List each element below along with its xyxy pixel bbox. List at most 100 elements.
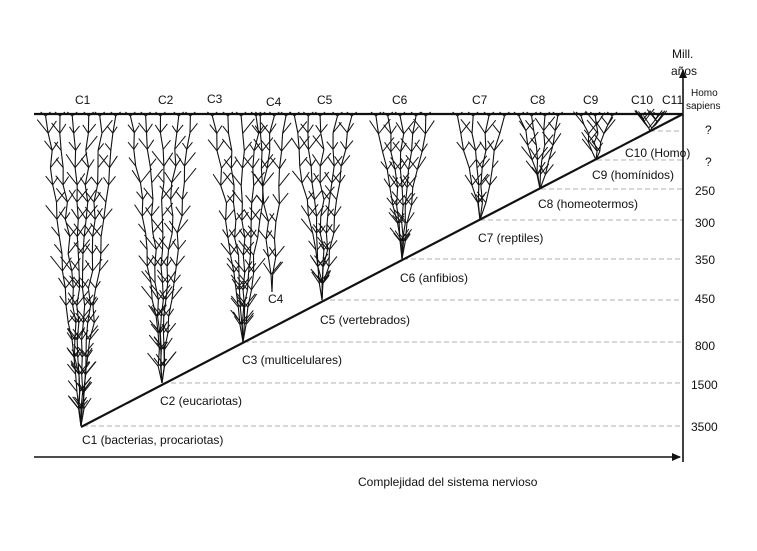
tree-branch	[401, 158, 409, 169]
tree-branch	[83, 237, 84, 254]
tree-branch	[244, 157, 253, 168]
tree-branch	[327, 142, 333, 150]
tree-branch	[258, 220, 260, 237]
tree-branch	[147, 133, 148, 150]
time-tick: 250	[695, 184, 715, 198]
tree-branch	[601, 134, 604, 143]
tree-branch	[226, 210, 235, 221]
tree-branch	[274, 140, 282, 151]
tree-branch	[217, 125, 222, 133]
tree-branch	[276, 246, 285, 257]
tree-branch	[59, 212, 65, 220]
tree-branch	[544, 116, 545, 131]
tree-branch	[584, 130, 594, 143]
tree-branch	[302, 183, 307, 200]
tree-branch	[178, 240, 185, 249]
tree-branch	[219, 211, 225, 221]
clade-top-label: C6	[392, 93, 408, 107]
tree-branch	[66, 154, 75, 167]
tree-branch	[346, 133, 348, 150]
tree-branch	[279, 169, 280, 187]
tree-branch	[105, 143, 111, 150]
tree-branch	[477, 121, 485, 133]
tree-branch	[107, 126, 113, 133]
tree-branch	[134, 126, 139, 133]
tree-branch	[60, 133, 61, 150]
tree-branch	[262, 138, 273, 152]
tree-branch	[46, 205, 57, 219]
clade-diagonal-label: C4	[268, 292, 284, 306]
tree-branch	[242, 325, 243, 342]
tree-branch	[160, 133, 163, 150]
tree-branch	[268, 213, 274, 221]
x-axis-label: Complejidad del sistema nervioso	[358, 475, 538, 489]
tree-branch	[400, 159, 407, 170]
tree-branch	[163, 140, 170, 149]
time-tick: 350	[695, 253, 715, 267]
tree-branch	[481, 168, 482, 185]
tree-branch	[320, 172, 329, 183]
tree-branch	[60, 296, 66, 305]
tree-branch	[86, 202, 88, 219]
tree-branch	[143, 192, 148, 199]
clade-top-label: C4	[266, 95, 282, 109]
tree-branch	[412, 134, 413, 152]
time-tick: ?	[705, 123, 712, 137]
tree-branch	[308, 133, 309, 150]
clade-diagonal-label: C3 (multicelulares)	[242, 353, 342, 367]
tree-branch	[167, 266, 168, 283]
tree-branch	[535, 118, 543, 131]
clade-diagonal-label: C5 (vertebrados)	[320, 313, 410, 327]
clade-diagonal-label: C6 (anfibios)	[400, 271, 468, 285]
tree-branch	[340, 141, 345, 149]
tree-branch	[337, 183, 340, 200]
tree-branch	[494, 133, 500, 150]
tree-branch	[413, 170, 418, 188]
tree-branch	[163, 149, 164, 166]
tree-branch	[402, 188, 403, 206]
tree-branch	[217, 151, 221, 168]
tree-branch	[67, 190, 75, 202]
tree-branch	[231, 160, 236, 168]
tree-branch	[324, 187, 334, 200]
tree-branch	[213, 174, 221, 185]
tree-branch	[329, 250, 330, 267]
tree-branch	[279, 193, 288, 204]
time-tick: 3500	[691, 420, 718, 434]
tree-branch	[152, 219, 163, 233]
tree-branch	[279, 186, 280, 204]
tree-branch	[77, 340, 78, 357]
tree-branch	[274, 222, 275, 240]
tree-branch	[56, 176, 63, 185]
tree-branch	[60, 124, 66, 133]
tree-branch	[299, 149, 300, 166]
tree-branch	[233, 186, 234, 203]
tree-branch	[111, 133, 113, 150]
homo-label-line2: sapiens	[686, 101, 720, 112]
tree-branch	[168, 323, 176, 333]
tree-branch	[308, 125, 313, 133]
tree-branch	[253, 168, 254, 185]
tree-branch	[261, 151, 262, 169]
tree-branch	[311, 166, 312, 183]
tree-branch	[226, 203, 227, 220]
tree-branch	[519, 116, 526, 131]
tree-branch	[393, 142, 401, 152]
tree-branch	[73, 288, 74, 305]
tree-branch	[88, 124, 95, 133]
tree-branch	[77, 237, 78, 254]
clade-top-label: C10	[631, 93, 653, 107]
tree-branch	[241, 168, 242, 185]
tree-branch	[147, 149, 150, 166]
tree-branch	[106, 185, 109, 202]
tree-branch	[272, 274, 273, 292]
tree-branch	[175, 149, 176, 166]
clade-top-label: C9	[583, 93, 599, 107]
tree-branch	[163, 333, 164, 350]
tree-branch	[235, 260, 245, 272]
tree-branch	[165, 172, 172, 182]
tree-branch	[152, 169, 163, 183]
tree-branch	[53, 185, 57, 202]
tree-branch	[162, 366, 164, 383]
tree-branch	[333, 149, 334, 166]
